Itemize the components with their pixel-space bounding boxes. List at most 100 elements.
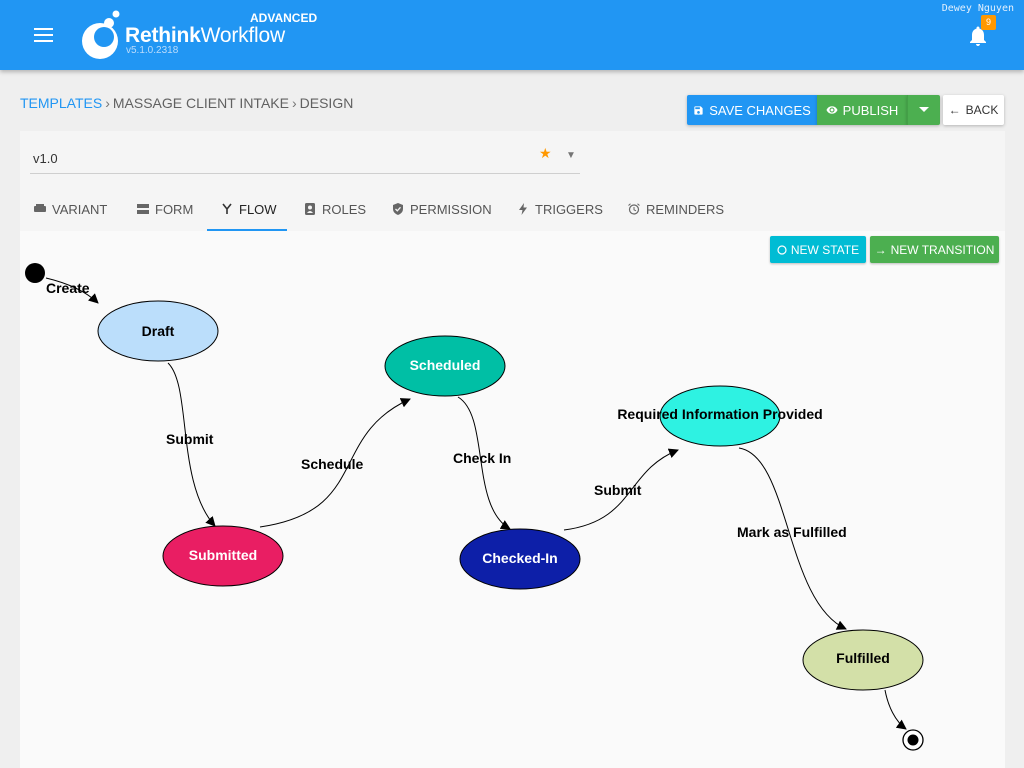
- transition-label: Submit: [166, 431, 214, 447]
- version-value: v1.0: [33, 151, 58, 166]
- active-tab-indicator: [207, 229, 287, 231]
- dropdown-arrow-icon: ▼: [566, 150, 576, 161]
- new-transition-button[interactable]: → NEW TRANSITION: [870, 236, 999, 263]
- transition-submit-1[interactable]: Submit: [166, 362, 216, 527]
- transition-edge[interactable]: [563, 448, 679, 531]
- app-version: v5.1.0.2318: [126, 45, 179, 56]
- flow-diagram[interactable]: Create Submit Schedule Check In Submit M…: [20, 231, 1005, 768]
- state-label: Submitted: [189, 547, 257, 563]
- transition-mark-fulfilled[interactable]: Mark as Fulfilled: [737, 447, 847, 630]
- designer-tabs: VARIANT FORM FLOW ROLES PERMISSION TRIGG…: [20, 189, 1005, 232]
- flow-canvas[interactable]: Create Submit Schedule Check In Submit M…: [20, 231, 1005, 768]
- tab-label: VARIANT: [52, 201, 108, 217]
- save-changes-button[interactable]: SAVE CHANGES: [687, 95, 817, 125]
- transition-edge[interactable]: [457, 396, 511, 530]
- transition-to-end[interactable]: [884, 689, 907, 730]
- transition-label: Create: [46, 280, 90, 296]
- tab-label: REMINDERS: [646, 201, 725, 217]
- tab-roles[interactable]: ROLES: [304, 189, 366, 229]
- transition-check-in[interactable]: Check In: [453, 396, 511, 530]
- flow-icon: [222, 203, 232, 214]
- new-transition-label: NEW TRANSITION: [890, 242, 995, 257]
- transition-submit-2[interactable]: Submit: [563, 448, 679, 531]
- transition-edge[interactable]: [45, 277, 99, 304]
- tab-flow[interactable]: FLOW: [221, 189, 277, 229]
- state-required-information-provided[interactable]: Required Information Provided: [617, 385, 823, 447]
- transition-create[interactable]: Create: [45, 277, 99, 304]
- tab-triggers[interactable]: TRIGGERS: [517, 189, 603, 229]
- tab-reminders[interactable]: REMINDERS: [628, 189, 724, 229]
- start-node[interactable]: [25, 263, 45, 283]
- state-checked-in[interactable]: Checked-In: [459, 528, 581, 590]
- brand-light: Workflow: [200, 24, 286, 47]
- transition-edge[interactable]: [259, 398, 411, 528]
- tab-label: FLOW: [239, 201, 277, 217]
- variant-icon: [34, 204, 46, 212]
- state-submitted[interactable]: Submitted: [162, 525, 284, 587]
- end-node[interactable]: [902, 729, 924, 751]
- eye-icon: [826, 106, 838, 114]
- tab-permission[interactable]: PERMISSION: [392, 189, 492, 229]
- transition-schedule[interactable]: Schedule: [259, 398, 411, 528]
- arrow-right-icon: →: [874, 242, 887, 257]
- state-shape[interactable]: [802, 629, 924, 691]
- tab-label: ROLES: [322, 201, 367, 217]
- state-shape[interactable]: [659, 385, 781, 447]
- designer-card: v1.0 ★ ▼ VARIANT FORM FLOW ROLES PERMISS…: [20, 131, 1005, 768]
- tab-label: PERMISSION: [410, 201, 492, 217]
- tab-form[interactable]: FORM: [137, 189, 193, 229]
- transition-edge[interactable]: [738, 447, 847, 630]
- state-draft[interactable]: Draft: [97, 300, 219, 362]
- circle-outline-icon: [777, 244, 787, 255]
- state-shape[interactable]: [97, 300, 219, 362]
- brand-name: RethinkWorkflow: [125, 24, 285, 48]
- state-scheduled[interactable]: Scheduled: [384, 335, 506, 397]
- shield-check-icon: [393, 203, 403, 215]
- version-select[interactable]: v1.0 ★ ▼: [30, 143, 580, 174]
- alarm-clock-icon: [628, 203, 640, 215]
- state-shape[interactable]: [384, 335, 506, 397]
- back-button[interactable]: ← BACK: [943, 95, 1004, 125]
- save-changes-label: SAVE CHANGES: [709, 102, 811, 118]
- state-shape[interactable]: [459, 528, 581, 590]
- state-shape[interactable]: [162, 525, 284, 587]
- transition-label: Schedule: [301, 456, 363, 472]
- bell-icon[interactable]: [966, 24, 990, 48]
- state-label: Fulfilled: [836, 650, 890, 666]
- transition-label: Check In: [453, 450, 511, 466]
- caret-down-icon: [919, 107, 929, 112]
- lightning-icon: [519, 203, 527, 215]
- transition-label: Mark as Fulfilled: [737, 524, 847, 540]
- brand-bold: Rethink: [125, 24, 201, 47]
- notification-badge: 9: [981, 15, 996, 30]
- arrow-left-icon: ←: [948, 103, 961, 117]
- breadcrumb-current: DESIGN: [299, 95, 354, 111]
- tab-variant[interactable]: VARIANT: [34, 189, 107, 229]
- form-icon: [137, 204, 149, 214]
- publish-label: PUBLISH: [842, 102, 899, 118]
- state-label: Scheduled: [410, 357, 481, 373]
- menu-icon[interactable]: [34, 28, 53, 42]
- state-label: Checked-In: [482, 550, 557, 566]
- tab-label: FORM: [155, 201, 194, 217]
- new-state-button[interactable]: NEW STATE: [770, 236, 866, 263]
- tab-label: TRIGGERS: [535, 201, 603, 217]
- edition-label: ADVANCED: [250, 11, 318, 25]
- breadcrumb-templates[interactable]: TEMPLATES: [20, 95, 103, 111]
- chevron-right-icon: ›: [105, 95, 110, 111]
- floppy-icon: [694, 105, 703, 115]
- state-fulfilled[interactable]: Fulfilled: [802, 629, 924, 691]
- app-header: RethinkWorkflow v5.1.0.2318 ADVANCED Dew…: [0, 0, 1024, 70]
- breadcrumb-template-name: MASSAGE CLIENT INTAKE: [112, 95, 289, 111]
- transition-edge[interactable]: [167, 362, 216, 527]
- roles-icon: [305, 203, 315, 215]
- publish-options-button[interactable]: [907, 95, 940, 125]
- star-icon: ★: [539, 145, 552, 161]
- publish-button[interactable]: PUBLISH: [817, 95, 907, 125]
- state-label: Required Information Provided: [617, 406, 822, 422]
- breadcrumb: TEMPLATES›MASSAGE CLIENT INTAKE›DESIGN: [20, 95, 353, 111]
- logo-icon: [82, 10, 120, 59]
- new-state-label: NEW STATE: [790, 242, 860, 257]
- chevron-right-icon: ›: [291, 95, 297, 111]
- user-name[interactable]: Dewey Nguyen: [941, 3, 1014, 14]
